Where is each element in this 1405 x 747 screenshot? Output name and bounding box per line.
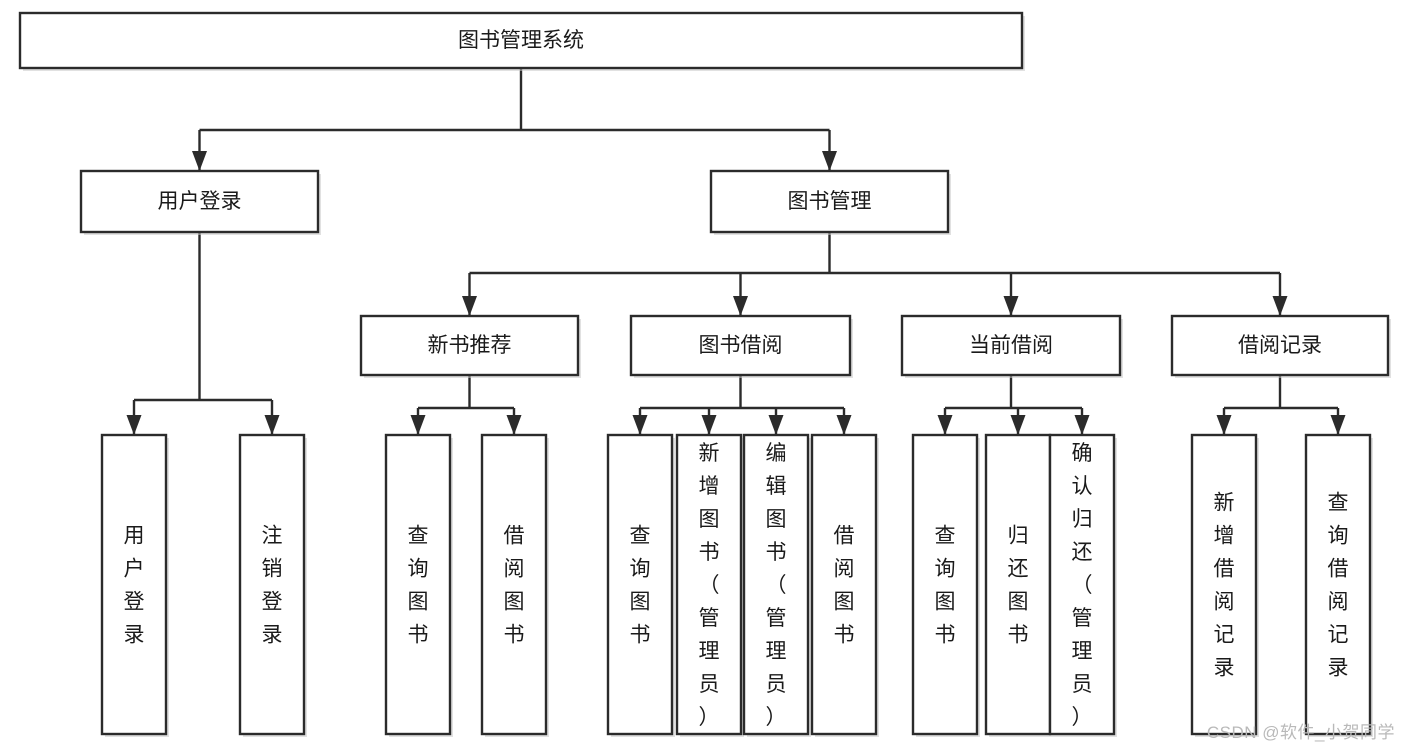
node-leaf-leaf-borrow-book[interactable]: 借阅图书 [810, 433, 879, 737]
arrow-head [506, 415, 522, 435]
node-label: 编辑图书（管理员） [766, 442, 787, 729]
node-label: 查询图书 [408, 525, 429, 647]
arrow-head [1010, 415, 1026, 435]
nodes-layer: 图书管理系统用户登录图书管理新书推荐图书借阅当前借阅借阅记录用户登录注销登录查询… [18, 11, 1391, 737]
arrow-head [822, 151, 837, 171]
arrow-head [410, 415, 426, 435]
arrow-head [1330, 415, 1346, 435]
arrow-head [632, 415, 648, 435]
arrow-head [1003, 296, 1019, 316]
node-level3-new-book-recommend[interactable]: 新书推荐 [359, 314, 581, 378]
node-level3-current-borrow[interactable]: 当前借阅 [900, 314, 1123, 378]
node-leaf-leaf-query-book-recommend[interactable]: 查询图书 [384, 433, 453, 737]
csdn-watermark: CSDN @软件_小贺同学 [1206, 723, 1395, 742]
node-label: 图书管理 [788, 190, 872, 213]
node-label: 借阅图书 [504, 525, 525, 647]
node-label: 注销登录 [262, 525, 283, 647]
node-label: 当前借阅 [969, 334, 1053, 357]
node-leaf-leaf-query-book-borrow[interactable]: 查询图书 [606, 433, 675, 737]
node-leaf-leaf-add-borrow-record[interactable]: 新增借阅记录 [1190, 433, 1259, 737]
node-label: 借阅图书 [834, 525, 855, 647]
node-leaf-leaf-logout-login[interactable]: 注销登录 [238, 433, 307, 737]
arrow-head [836, 415, 852, 435]
connectors-layer [126, 68, 1346, 435]
arrow-head [126, 415, 142, 435]
arrow-head [768, 415, 784, 435]
node-leaf-leaf-borrow-book-recommend[interactable]: 借阅图书 [480, 433, 549, 737]
arrow-head [462, 296, 477, 316]
arrow-head [192, 151, 207, 171]
node-level3-borrow-record[interactable]: 借阅记录 [1170, 314, 1391, 378]
arrow-head [701, 415, 717, 435]
node-leaf-leaf-return-book[interactable]: 归还图书 [984, 433, 1053, 737]
node-label: 新书推荐 [428, 334, 512, 357]
node-leaf-leaf-edit-book-admin[interactable]: 编辑图书（管理员） [742, 433, 811, 737]
node-label: 用户登录 [158, 190, 242, 213]
node-leaf-leaf-query-book-current[interactable]: 查询图书 [911, 433, 980, 737]
node-root[interactable]: 图书管理系统 [18, 11, 1025, 71]
node-leaf-leaf-query-borrow-record[interactable]: 查询借阅记录 [1304, 433, 1373, 737]
node-leaf-leaf-confirm-return-admin[interactable]: 确认归还（管理员） [1048, 433, 1117, 737]
node-label: 确认归还（管理员） [1072, 442, 1093, 729]
node-label: 新增图书（管理员） [699, 442, 720, 729]
arrow-head [264, 415, 280, 435]
arrow-head [1074, 415, 1090, 435]
node-label: 查询借阅记录 [1328, 492, 1349, 680]
arrow-head [1272, 296, 1288, 316]
node-leaf-leaf-add-book-admin[interactable]: 新增图书（管理员） [675, 433, 744, 737]
node-label: 用户登录 [124, 525, 145, 647]
node-label: 图书管理系统 [458, 29, 584, 52]
node-label: 查询图书 [935, 525, 956, 647]
arrow-head [1216, 415, 1232, 435]
arrow-head [937, 415, 953, 435]
node-level2-user-login[interactable]: 用户登录 [79, 169, 321, 235]
node-level3-book-borrow[interactable]: 图书借阅 [629, 314, 853, 378]
node-label: 新增借阅记录 [1214, 492, 1235, 680]
node-label: 查询图书 [630, 525, 651, 647]
node-level2-book-management[interactable]: 图书管理 [709, 169, 951, 235]
arrow-head [733, 296, 748, 316]
node-label: 图书借阅 [699, 334, 783, 357]
node-label: 借阅记录 [1238, 334, 1322, 357]
node-leaf-leaf-user-login[interactable]: 用户登录 [100, 433, 169, 737]
node-label: 归还图书 [1008, 525, 1029, 647]
